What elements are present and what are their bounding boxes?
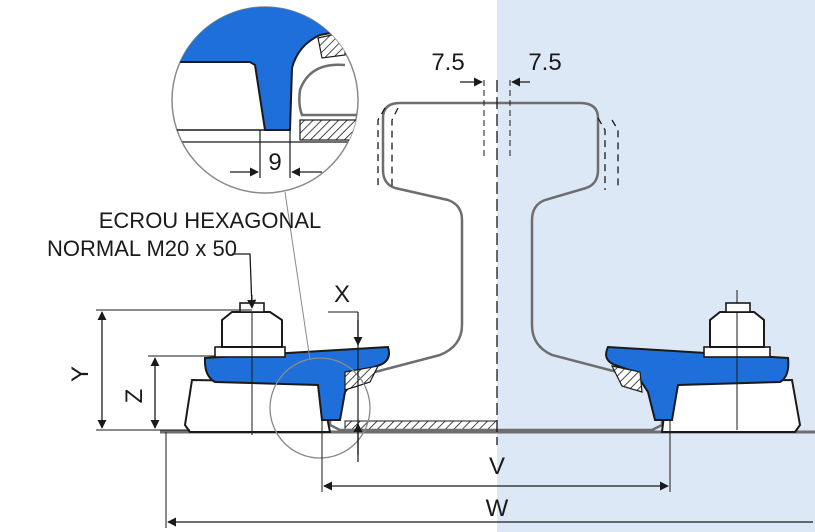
detail-leader bbox=[284, 191, 311, 361]
right-bolt-end bbox=[725, 302, 751, 313]
w-label: W bbox=[486, 495, 509, 522]
worn-head-lines bbox=[377, 107, 619, 190]
y-label: Y bbox=[67, 366, 94, 382]
gap-left-label: 7.5 bbox=[431, 49, 464, 76]
z-label: Z bbox=[121, 389, 148, 404]
right-insulator bbox=[610, 365, 643, 393]
nut-callout-line1: ECROU HEXAGONAL bbox=[99, 208, 322, 233]
left-clip bbox=[203, 345, 390, 421]
gap-right-label: 7.5 bbox=[528, 49, 561, 76]
right-baseplate-shoulder bbox=[660, 378, 802, 433]
right-fastening bbox=[605, 290, 802, 433]
v-label: V bbox=[489, 453, 505, 480]
detail-rail-foot bbox=[298, 63, 358, 117]
left-baseplate-shoulder bbox=[183, 378, 332, 433]
x-label: X bbox=[334, 281, 350, 308]
nut-callout-line2: NORMAL M20 x 50 bbox=[47, 236, 237, 261]
right-half-shading bbox=[497, 0, 815, 532]
detail-view: 9 bbox=[171, 6, 359, 194]
detail-gap-label: 9 bbox=[268, 149, 281, 176]
detail-pad bbox=[299, 119, 358, 141]
left-insulator bbox=[344, 365, 380, 391]
rail-profile bbox=[328, 101, 664, 432]
detail-marker-circle bbox=[269, 357, 371, 459]
nut-callout-leader bbox=[232, 253, 257, 309]
left-washer bbox=[214, 346, 286, 358]
left-fastening bbox=[183, 295, 390, 435]
right-clip bbox=[605, 345, 790, 421]
